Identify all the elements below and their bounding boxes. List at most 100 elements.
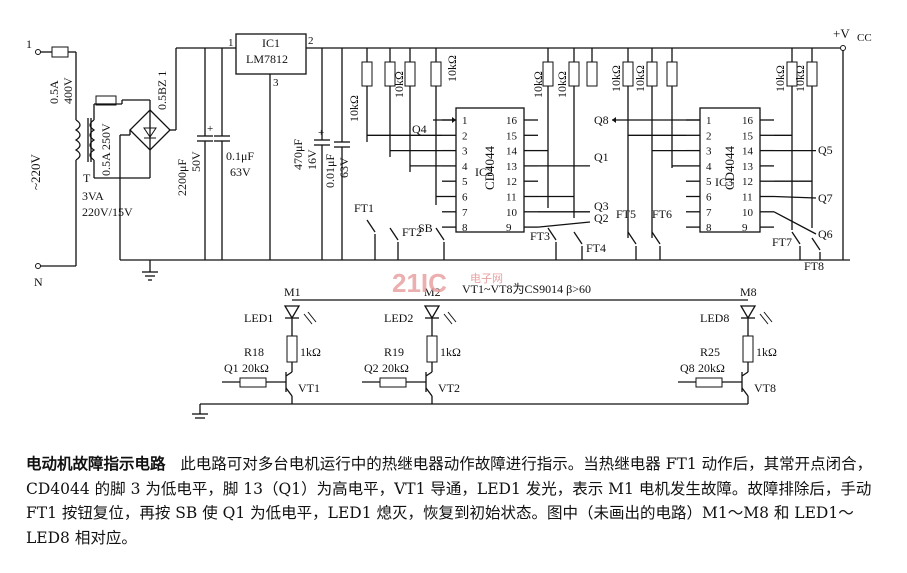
ic2-pin-12-label: 12	[506, 176, 517, 188]
switch-ft7: FT7	[772, 231, 801, 260]
svg-text:IC2: IC2	[475, 165, 493, 179]
ic3-pin-14-label: 14	[742, 146, 754, 158]
base-input-label: Q2	[364, 361, 379, 375]
svg-text:10kΩ: 10kΩ	[392, 71, 406, 98]
switch-label: FT1	[354, 201, 374, 215]
svg-text:10kΩ: 10kΩ	[773, 65, 787, 92]
switch-ft1: FT1	[354, 201, 376, 260]
ic3-q6-net	[773, 211, 817, 235]
ic2-pin-3-label: 3	[462, 146, 468, 158]
ic2-pin-2-label: 2	[462, 130, 468, 142]
bridge-label: 0.5BZ 1	[155, 71, 169, 110]
fuse-2	[95, 95, 117, 106]
switch-label: SB	[418, 221, 433, 235]
led-label: LED1	[244, 311, 273, 325]
ic3-pin-7-label: 7	[706, 207, 712, 219]
ic3-pin-12-label: 12	[742, 176, 753, 188]
svg-text:50V: 50V	[189, 151, 203, 172]
transistor-note: VT1~VT8为CS9014 β>60	[462, 282, 591, 296]
net-q6: Q6	[818, 227, 833, 241]
net-q3: Q3	[594, 199, 609, 213]
ic3-pin-3-label: 3	[706, 146, 712, 158]
bridge-rectifier: 0.5BZ 1	[119, 48, 177, 260]
svg-text:0.1μF: 0.1μF	[226, 149, 254, 163]
net-q2: Q2	[594, 211, 609, 225]
vcc-label: +V	[833, 26, 850, 41]
switch-label: FT2	[402, 225, 422, 239]
ic2-pin-10-label: 10	[506, 207, 518, 219]
led-label: LED2	[384, 311, 413, 325]
ic2-q2-net	[537, 221, 591, 228]
ic3-net-labels: Q8 Q5 Q7 Q6	[594, 113, 833, 241]
ic3-pin-16-label: 16	[742, 115, 754, 127]
circuit-schematic: 1 0.5A 400V ~220V N T 3VA 220V/15V 0.5A …	[26, 26, 872, 419]
input-voltage: ~220V	[28, 153, 43, 190]
watermark-logo: 21IC	[392, 268, 447, 298]
ic3-pin-8-label: 8	[706, 222, 712, 234]
svg-text:+: +	[318, 127, 324, 139]
ic3-q7-net	[773, 195, 817, 199]
ic2-pin-4-label: 4	[462, 161, 468, 173]
ic2-pin-5-label: 5	[462, 176, 468, 188]
svg-text:63V: 63V	[337, 157, 351, 178]
net-q8: Q8	[594, 113, 609, 127]
led-icon	[283, 305, 301, 320]
transistor-label: VT1	[298, 381, 320, 395]
transistor-label: VT8	[754, 381, 776, 395]
ic2-pin-14-label: 14	[506, 146, 518, 158]
switch-label: FT7	[772, 235, 792, 249]
neutral-label: N	[34, 275, 43, 289]
capacitor-c3: + 470μF 16V	[291, 48, 330, 260]
svg-text:IC3: IC3	[715, 175, 733, 189]
svg-text:CD4044: CD4044	[482, 145, 497, 190]
ic2-cd4044: CD4044 IC2	[455, 107, 525, 233]
svg-text:63V: 63V	[230, 165, 251, 179]
svg-text:470μF: 470μF	[291, 139, 305, 170]
ic3-left-pullups: 10kΩ 10kΩ	[609, 48, 678, 238]
switch-label: FT8	[804, 259, 824, 273]
fuse-1-rating-a: 0.5A	[47, 80, 61, 104]
ic3-pin-6-label: 6	[706, 192, 712, 204]
svg-text:1: 1	[228, 37, 234, 49]
resistor-1k	[426, 335, 438, 363]
motor-label: M8	[740, 285, 757, 299]
ic3-cd4044: CD4044 IC3	[699, 107, 761, 233]
transformer-secondary	[89, 119, 96, 161]
svg-text:2200μF: 2200μF	[175, 159, 189, 196]
led-label: LED8	[700, 311, 729, 325]
switch-ft2: FT2	[389, 225, 422, 260]
base-resistor-value: 20kΩ	[242, 361, 269, 375]
ic3-pin-11-label: 11	[742, 192, 753, 204]
ic1-part: LM7812	[246, 52, 288, 66]
switch-ft8: FT8	[804, 237, 824, 273]
switch-label: FT5	[616, 207, 636, 221]
ic1-name: IC1	[262, 36, 280, 50]
ic3-pin-13-label: 13	[742, 161, 754, 173]
switch-label: FT6	[652, 207, 672, 221]
transistor-label: VT2	[438, 381, 460, 395]
transformer-label: T	[83, 171, 91, 185]
ic3-right-pullups: 10kΩ 10kΩ	[773, 48, 818, 230]
ic2-pullups: 10kΩ 10kΩ 10kΩ	[347, 48, 459, 205]
caption-body: 此电路可对多台电机运行中的热继电器动作故障进行指示。当热继电器 FT1 动作后，…	[26, 455, 873, 547]
ic3-pin-4-label: 4	[706, 161, 712, 173]
figure-caption: 电动机故障指示电路 此电路可对多台电机运行中的热继电器动作故障进行指示。当热继电…	[26, 452, 886, 550]
fuse-2-rating: 0.5A 250V	[99, 123, 113, 176]
ic2-pin-7-label: 7	[462, 207, 468, 219]
ground-symbol	[142, 260, 158, 281]
switch-sb: SB	[418, 221, 445, 260]
svg-text:10kΩ: 10kΩ	[633, 65, 647, 92]
svg-text:16V: 16V	[305, 149, 319, 170]
net-q1: Q1	[594, 150, 609, 164]
capacitor-c2: 0.1μF 63V	[214, 48, 254, 260]
svg-text:10kΩ: 10kΩ	[445, 55, 459, 82]
switch-ft3: FT3	[530, 227, 557, 260]
base-resistor	[379, 377, 407, 388]
ic3-pin-5-label: 5	[706, 176, 712, 188]
base-input-label: Q8	[680, 361, 695, 375]
resistor-1k-label: 1kΩ	[756, 345, 777, 359]
watermark-sub: 电子网	[470, 273, 503, 285]
